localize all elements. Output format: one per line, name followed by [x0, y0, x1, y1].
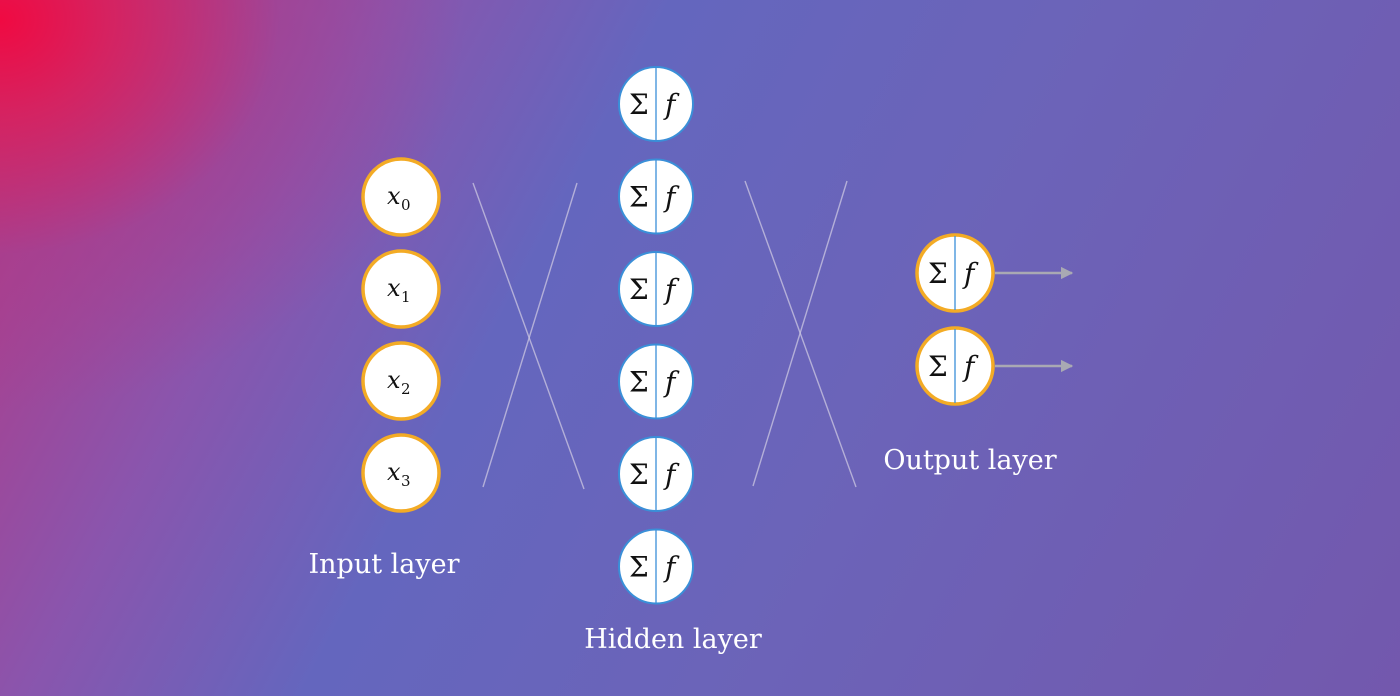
input-node-subscript: 0 [401, 196, 411, 214]
input-node-subscript: 1 [401, 288, 411, 306]
input-hidden-connections [472, 182, 585, 490]
connection-line [482, 182, 578, 488]
input-node-variable: x [387, 458, 401, 486]
sum-symbol: Σ [629, 181, 649, 214]
sum-symbol: Σ [629, 458, 649, 491]
output-arrows [995, 266, 1074, 373]
input-node-subscript: 3 [401, 472, 411, 490]
input-node-circle [361, 341, 441, 421]
input-layer-label: Input layer [308, 549, 459, 580]
connection-line [752, 180, 848, 487]
input-node-circle [361, 433, 441, 513]
input-node-variable: x [387, 274, 401, 302]
input-node-circle [361, 157, 441, 237]
input-node-variable: x [387, 366, 401, 394]
sum-symbol: Σ [629, 273, 649, 306]
hidden-layer-label: Hidden layer [584, 624, 762, 655]
sum-symbol: Σ [928, 350, 948, 383]
sum-symbol: Σ [629, 366, 649, 399]
hidden-output-connections [744, 180, 857, 488]
sum-symbol: Σ [629, 88, 649, 121]
sum-symbol: Σ [629, 551, 649, 584]
input-node-circle [361, 249, 441, 329]
output-layer-label: Output layer [883, 445, 1056, 476]
sum-symbol: Σ [928, 257, 948, 290]
connection-line [472, 182, 585, 490]
input-node-variable: x [387, 182, 401, 210]
input-node-subscript: 2 [401, 380, 411, 398]
